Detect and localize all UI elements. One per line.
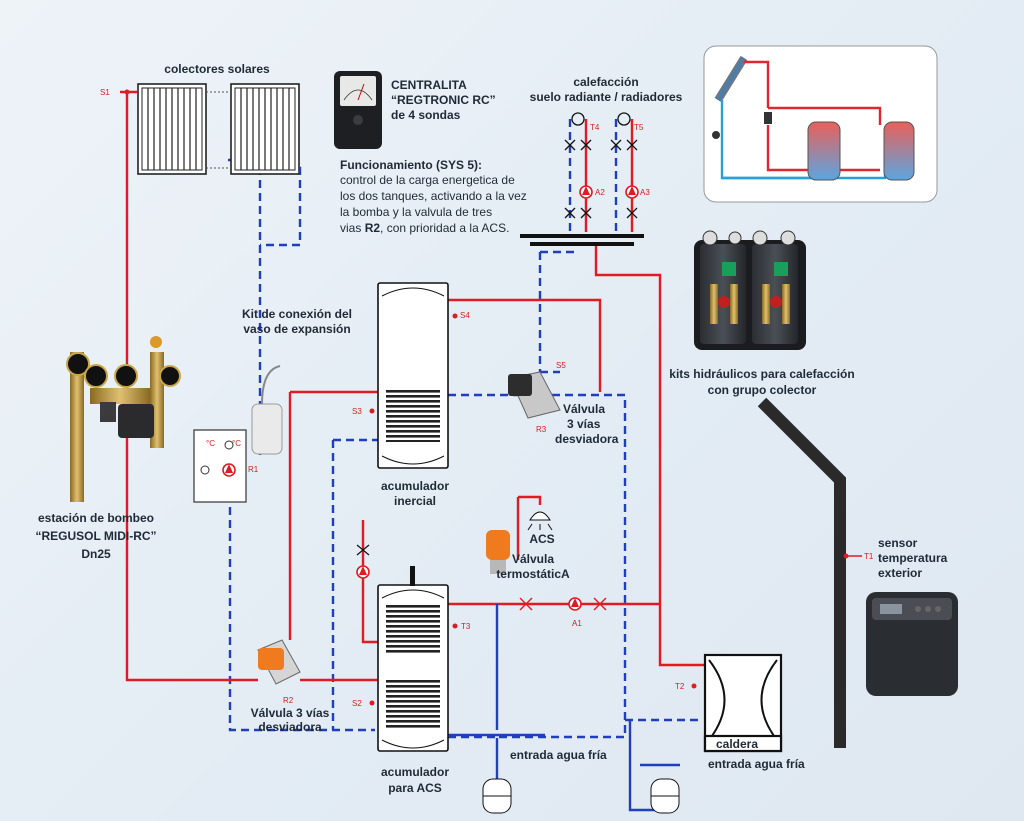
cold-water-label-1: entrada agua fría	[510, 748, 607, 762]
tag-t5: T5	[634, 123, 644, 132]
tag-r2: R2	[283, 696, 294, 705]
tag-t4: T4	[590, 123, 600, 132]
dhw-tank	[377, 566, 449, 752]
sensor-cable	[757, 397, 846, 748]
valve-r2	[257, 639, 301, 685]
function-line-4a: vias	[340, 221, 365, 235]
sensor-label-3: exterior	[878, 566, 922, 580]
inset-schematic	[703, 45, 938, 203]
sensor-label-1: sensor	[878, 536, 918, 550]
pump-station-photo	[66, 336, 181, 502]
cold-water-label-2: entrada agua fría	[708, 757, 805, 771]
tag-t3: T3	[461, 622, 471, 631]
function-line-3: la bomba y la valvula de tres	[340, 205, 492, 219]
tag-s5: S5	[556, 361, 566, 370]
thermostatic-valve	[486, 530, 510, 574]
tag-t1: T1	[864, 552, 874, 561]
sensor-label-2: temperatura	[878, 551, 948, 565]
collectors-label: colectores solares	[164, 62, 270, 76]
controller-title-3: de 4 sondas	[391, 108, 461, 122]
exterior-sensor-device	[866, 592, 958, 696]
pump-a1	[519, 597, 607, 611]
pump-station-label-3: Dn25	[81, 547, 111, 561]
pump-station-label-2: “REGUSOL MIDI-RC”	[35, 529, 156, 543]
return-pipes	[228, 158, 700, 739]
pump-station-label-1: estación de bombeo	[38, 511, 154, 525]
hydraulic-label-2: con grupo colector	[708, 383, 817, 397]
tag-a1: A1	[572, 619, 582, 628]
function-line-4c: , con prioridad a la ACS.	[380, 221, 509, 235]
boiler	[703, 653, 783, 753]
tag-s2: S2	[352, 699, 362, 708]
function-line-2: los dos tanques, activando a la vez	[340, 189, 527, 203]
function-title: Funcionamiento (SYS 5):	[340, 158, 482, 172]
acs-tap	[527, 511, 553, 531]
expansion-kit	[193, 365, 283, 503]
sensor-dots	[369, 313, 697, 706]
tag-a2: A2	[595, 188, 605, 197]
tag-s1: S1	[100, 88, 110, 97]
valve-r3-label-2: 3 vías	[567, 417, 601, 431]
tag-s3: S3	[352, 407, 362, 416]
valve-r3	[508, 371, 561, 419]
pump-recirc	[356, 544, 370, 579]
heating-label-1: calefacción	[573, 75, 638, 89]
thermo-valve-label-2: termostáticA	[496, 567, 570, 581]
controller-title-1: CENTRALITA	[391, 78, 467, 92]
solar-collectors	[124, 83, 302, 247]
supply-pipes	[120, 90, 705, 812]
expansion-vessels	[482, 778, 680, 814]
controller-title-2: “REGTRONIC RC”	[391, 93, 496, 107]
function-line-1: control de la carga energetica de	[340, 173, 515, 187]
inertia-label-1: acumulador	[381, 479, 449, 493]
valve-r3-label-3: desviadora	[555, 432, 619, 446]
valve-r2-label-2: desviadora	[258, 720, 322, 734]
tag-s4: S4	[460, 311, 470, 320]
tag-r1: R1	[248, 465, 259, 474]
dhw-tank-label-1: acumulador	[381, 765, 449, 779]
function-line-4b: R2	[365, 221, 381, 235]
tag-r3: R3	[536, 425, 547, 434]
valve-r2-label-1: Válvula 3 vías	[251, 706, 330, 720]
hydraulic-label-1: kits hidráulicos para calefacción	[669, 367, 854, 381]
expansion-label-2: vaso de expansión	[243, 322, 350, 336]
valve-r3-label-1: Válvula	[563, 402, 605, 416]
expansion-label-1: Kit de conexión del	[242, 307, 352, 321]
tag-a3: A3	[640, 188, 650, 197]
inertia-label-2: inercial	[394, 494, 436, 508]
function-line-4: vias R2, con prioridad a la ACS.	[340, 221, 509, 235]
boiler-label: caldera	[716, 737, 758, 751]
hydraulic-kit-photo	[694, 230, 806, 350]
controller-device	[334, 71, 382, 149]
inertia-tank	[377, 282, 449, 469]
thermo-valve-label-1: Válvula	[512, 552, 554, 566]
acs-label: ACS	[529, 532, 554, 546]
heating-manifold	[520, 112, 644, 246]
heating-label-2: suelo radiante / radiadores	[530, 90, 683, 104]
tag-t2: T2	[675, 682, 685, 691]
tag-deg2: °C	[232, 439, 241, 448]
tag-deg1: °C	[206, 439, 215, 448]
dhw-tank-label-2: para ACS	[388, 781, 442, 795]
